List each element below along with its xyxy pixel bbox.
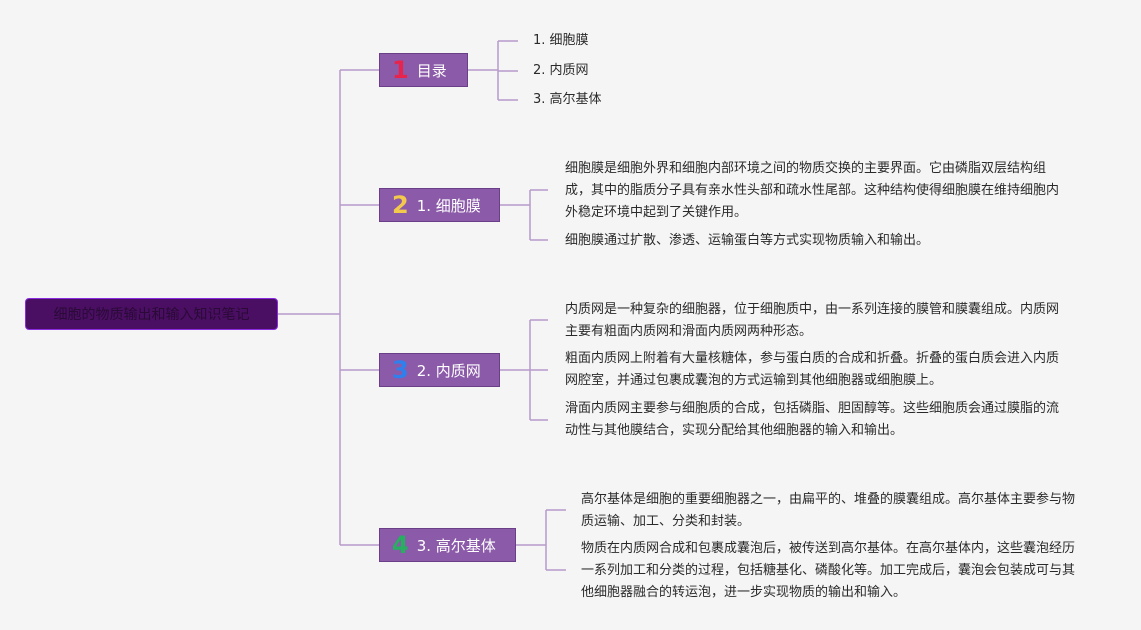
toc-item-1[interactable]: 1. 细胞膜 (533, 33, 589, 48)
branch-label: 1. 细胞膜 (416, 196, 481, 215)
branch-cell-membrane[interactable]: 2 1. 细胞膜 (379, 188, 500, 222)
toc-item-2[interactable]: 2. 内质网 (533, 63, 589, 78)
note-paragraph[interactable]: 粗面内质网上附着有大量核糖体，参与蛋白质的合成和折叠。折叠的蛋白质会进入内质网腔… (565, 351, 1060, 388)
branch-label: 3. 高尔基体 (416, 536, 496, 555)
branch-endoplasmic-reticulum[interactable]: 3 2. 内质网 (379, 353, 500, 387)
branch-golgi[interactable]: 4 3. 高尔基体 (379, 528, 516, 562)
number-icon-2: 2 (392, 191, 409, 219)
note-paragraph[interactable]: 物质在内质网合成和包裹成囊泡后，被传送到高尔基体。在高尔基体内，这些囊泡经历一系… (581, 541, 1076, 600)
note-paragraph[interactable]: 细胞膜通过扩散、渗透、运输蛋白等方式实现物质输入和输出。 (565, 233, 930, 248)
branch-label: 目录 (416, 61, 447, 80)
branch-toc[interactable]: 1 目录 (379, 53, 468, 87)
root-topic[interactable]: 细胞的物质输出和输入知识笔记 (25, 298, 278, 330)
note-paragraph[interactable]: 滑面内质网主要参与细胞质的合成，包括磷脂、胆固醇等。这些细胞质会通过膜脂的流动性… (565, 401, 1060, 438)
branch-label: 2. 内质网 (416, 361, 481, 380)
number-icon-4: 4 (392, 531, 409, 559)
number-icon-1: 1 (392, 56, 409, 84)
note-paragraph[interactable]: 内质网是一种复杂的细胞器，位于细胞质中，由一系列连接的膜管和膜囊组成。内质网主要… (565, 302, 1060, 339)
toc-item-3[interactable]: 3. 高尔基体 (533, 92, 602, 107)
note-paragraph[interactable]: 细胞膜是细胞外界和细胞内部环境之间的物质交换的主要界面。它由磷脂双层结构组成，其… (565, 161, 1060, 220)
note-paragraph[interactable]: 高尔基体是细胞的重要细胞器之一，由扁平的、堆叠的膜囊组成。高尔基体主要参与物质运… (581, 492, 1076, 529)
root-title: 细胞的物质输出和输入知识笔记 (53, 307, 250, 323)
number-icon-3: 3 (392, 356, 409, 384)
